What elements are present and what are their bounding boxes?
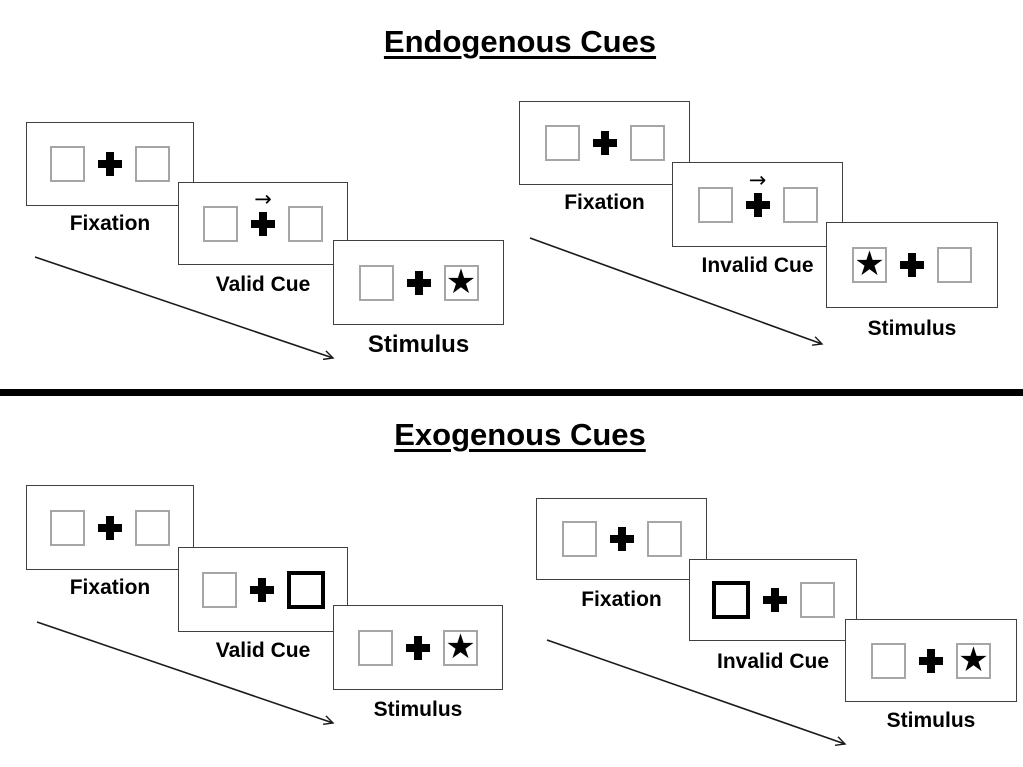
plus-wrap bbox=[919, 648, 943, 673]
right-box-with-target: ★ bbox=[443, 261, 479, 302]
left-box bbox=[544, 125, 580, 161]
fixation-cross-icon bbox=[609, 527, 634, 551]
left-box bbox=[50, 509, 85, 546]
left-box bbox=[50, 146, 85, 182]
card-label-stimulus: Stimulus bbox=[867, 317, 957, 340]
exogenous-invalid-fixation-card bbox=[536, 498, 707, 580]
plus-wrap bbox=[900, 253, 924, 277]
fixation-cross-icon bbox=[251, 211, 275, 236]
left-box-highlighted-cue bbox=[711, 581, 750, 619]
right-box bbox=[288, 205, 323, 242]
left-box bbox=[871, 642, 906, 679]
endogenous-invalid-fixation-card bbox=[519, 101, 690, 185]
endogenous-valid-stimulus-card: ★ bbox=[333, 240, 504, 325]
exogenous-valid-fixation-card bbox=[26, 485, 194, 570]
exogenous-valid-cue-card bbox=[178, 547, 348, 632]
exogenous-invalid-stimulus-card: ★ bbox=[845, 619, 1017, 702]
plus-wrap bbox=[762, 588, 787, 612]
card-label-stimulus: Stimulus bbox=[367, 331, 470, 358]
endogenous-invalid-stimulus-card: ★ bbox=[826, 222, 998, 308]
right-box bbox=[629, 125, 665, 161]
plus-wrap bbox=[249, 577, 274, 602]
card-label-fixation: Fixation bbox=[69, 576, 151, 599]
plus-wrap bbox=[406, 635, 430, 660]
card-label-fixation: Fixation bbox=[564, 191, 645, 214]
fixation-cross-icon bbox=[762, 588, 787, 612]
section-divider bbox=[0, 389, 1023, 396]
fixation-cross-icon bbox=[900, 253, 924, 277]
left-box bbox=[697, 186, 733, 223]
fixation-cross-icon bbox=[745, 192, 770, 217]
endogenous-invalid-cue-card: → bbox=[672, 162, 843, 247]
right-arrow-cue-icon: → bbox=[748, 167, 767, 192]
left-box-with-target: ★ bbox=[852, 247, 887, 283]
card-label-fixation: Fixation bbox=[69, 212, 151, 235]
card-label-cue: Invalid Cue bbox=[701, 254, 814, 277]
card-label-stimulus: Stimulus bbox=[886, 709, 976, 732]
card-label-fixation: Fixation bbox=[581, 588, 662, 611]
fixation-cross-icon bbox=[98, 515, 122, 540]
plus-wrap: → bbox=[745, 169, 770, 217]
left-box bbox=[201, 571, 237, 608]
card-label-cue: Valid Cue bbox=[215, 273, 311, 296]
right-box bbox=[646, 521, 682, 557]
left-box bbox=[203, 205, 238, 242]
right-box bbox=[782, 186, 818, 223]
card-label-stimulus: Stimulus bbox=[373, 698, 463, 721]
star-target-icon: ★ bbox=[445, 261, 477, 302]
fixation-cross-icon bbox=[406, 635, 430, 660]
right-box bbox=[799, 582, 835, 618]
right-box-with-target: ★ bbox=[956, 639, 991, 680]
right-box bbox=[135, 146, 170, 182]
exogenous-valid-stimulus-card: ★ bbox=[333, 605, 503, 690]
left-box bbox=[358, 264, 394, 301]
plus-wrap: → bbox=[251, 188, 275, 236]
right-box bbox=[937, 247, 972, 283]
endogenous-valid-cue-card: → bbox=[178, 182, 348, 265]
right-box bbox=[135, 509, 170, 546]
fixation-cross-icon bbox=[98, 152, 122, 176]
exogenous-invalid-cue-card bbox=[689, 559, 857, 641]
right-box-highlighted-cue bbox=[286, 570, 325, 609]
plus-wrap bbox=[406, 270, 431, 295]
fixation-cross-icon bbox=[406, 270, 431, 295]
card-label-cue: Valid Cue bbox=[215, 639, 311, 662]
plus-wrap bbox=[98, 515, 122, 540]
plus-wrap bbox=[609, 527, 634, 551]
plus-wrap bbox=[592, 131, 617, 155]
plus-wrap bbox=[98, 152, 122, 176]
left-box bbox=[358, 629, 393, 666]
endogenous-valid-fixation-card bbox=[26, 122, 194, 206]
right-box-with-target: ★ bbox=[443, 626, 478, 667]
timeline-arrow-exogenous-valid bbox=[36, 621, 333, 723]
star-target-icon: ★ bbox=[854, 244, 885, 284]
left-box bbox=[561, 521, 597, 557]
fixation-cross-icon bbox=[249, 577, 274, 602]
fixation-cross-icon bbox=[919, 648, 943, 673]
fixation-cross-icon bbox=[592, 131, 617, 155]
section-title-exogenous: Exogenous Cues bbox=[394, 417, 646, 452]
section-title-endogenous: Endogenous Cues bbox=[383, 24, 657, 59]
star-target-icon: ★ bbox=[445, 626, 476, 667]
card-label-cue: Invalid Cue bbox=[716, 650, 830, 673]
star-target-icon: ★ bbox=[958, 639, 989, 680]
right-arrow-cue-icon: → bbox=[254, 186, 272, 211]
